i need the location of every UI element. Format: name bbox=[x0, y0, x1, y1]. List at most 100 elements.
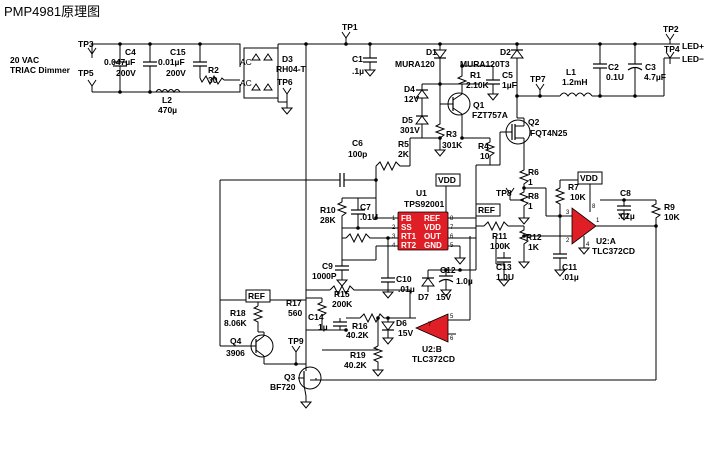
d7-label: D7 bbox=[418, 292, 429, 302]
q2-value: FQT4N25 bbox=[530, 128, 568, 138]
c7-label: C7 bbox=[360, 202, 371, 212]
r17-label: R17 bbox=[286, 298, 302, 308]
d5-value: 301V bbox=[400, 125, 420, 135]
u1-pin-vdd: VDD bbox=[424, 223, 441, 232]
l2-label: L2 bbox=[162, 95, 172, 105]
r3-label: R3 bbox=[446, 129, 457, 139]
r9-label: R9 bbox=[664, 202, 675, 212]
c4-label: C4 bbox=[125, 47, 136, 57]
c4-value1: 0.047µF bbox=[104, 57, 135, 67]
u2b-label: U2:B bbox=[422, 344, 442, 354]
vdd-label-u1: VDD bbox=[438, 175, 456, 185]
r6-value: 1 bbox=[528, 177, 533, 187]
q4-q3-stage bbox=[219, 300, 322, 409]
u2a-part: TLC372CD bbox=[592, 246, 635, 256]
u2a-pin-out: 1 bbox=[596, 218, 600, 224]
u2b-pin-b: 5 bbox=[450, 314, 454, 320]
d2-value: MURA120T3 bbox=[460, 59, 510, 69]
c10-capacitor bbox=[381, 236, 395, 299]
c11-value: .01µ bbox=[562, 272, 579, 282]
vdd-box-u2a bbox=[577, 171, 603, 185]
d4-value: 12V bbox=[404, 94, 419, 104]
vdd-label-u2a: VDD bbox=[580, 173, 598, 183]
c5-value: 1µF bbox=[502, 80, 517, 90]
c15-value2: 200V bbox=[166, 68, 186, 78]
c4-value2: 200V bbox=[116, 68, 136, 78]
r12-value: 1K bbox=[528, 242, 540, 252]
c1-value: .1µ bbox=[352, 66, 364, 76]
u1-pin-gnd: GND bbox=[424, 241, 442, 250]
q3-label: Q3 bbox=[284, 372, 296, 382]
r4-value: 10 bbox=[480, 151, 490, 161]
l2-value: 470µ bbox=[158, 105, 177, 115]
c8-value: .01µ bbox=[618, 211, 635, 221]
r15-label: R15 bbox=[334, 289, 350, 299]
u2a-label: U2:A bbox=[596, 236, 616, 246]
c13-value: 1.0U bbox=[496, 272, 514, 282]
c11-label: C11 bbox=[562, 262, 577, 272]
c10-value: .01µ bbox=[398, 284, 415, 294]
tp6-test-point bbox=[278, 87, 294, 115]
c2-value: 0.1U bbox=[606, 72, 624, 82]
c12-d7-network bbox=[421, 268, 462, 297]
r10-c7-network bbox=[336, 197, 377, 261]
u1-pin-out: OUT bbox=[424, 232, 441, 241]
d3-value: RH04-T bbox=[276, 64, 307, 74]
d3-bridge-rectifier bbox=[243, 44, 279, 102]
q2-label: Q2 bbox=[528, 117, 540, 127]
input-wiring bbox=[91, 42, 241, 94]
r15-value: 200K bbox=[332, 299, 353, 309]
u1-pin-num-8: 8 bbox=[450, 216, 454, 222]
c7-value: .01U bbox=[360, 212, 378, 222]
u2b-part: TLC372CD bbox=[412, 354, 455, 364]
u1-pin-num-6: 6 bbox=[450, 234, 454, 240]
u1-pin-fb: FB bbox=[401, 214, 412, 223]
tp9-label: TP9 bbox=[288, 336, 304, 346]
c13-label: C13 bbox=[496, 262, 512, 272]
q1-driver-section bbox=[415, 64, 500, 165]
u2a-comparator bbox=[564, 180, 656, 255]
tp8-label: TP8 bbox=[496, 188, 512, 198]
lower-control-network bbox=[305, 284, 416, 377]
q4-value: 3906 bbox=[226, 348, 245, 358]
r5-value: 2K bbox=[398, 149, 410, 159]
r1-label: R1 bbox=[470, 70, 481, 80]
diagram-title: PMP4981原理图 bbox=[4, 4, 100, 19]
l1-label: L1 bbox=[566, 67, 576, 77]
led-plus-label: LED+ bbox=[682, 41, 704, 51]
r9-value: 10K bbox=[664, 212, 680, 222]
r16-value: 40.2K bbox=[346, 330, 370, 340]
u2b-pin-c: 6 bbox=[450, 336, 454, 342]
u1-pin-ref: REF bbox=[424, 214, 440, 223]
c3-label: C3 bbox=[645, 62, 656, 72]
d4-label: D4 bbox=[404, 84, 415, 94]
r18-value: 8.06K bbox=[224, 318, 248, 328]
r11-label: R11 bbox=[492, 231, 507, 241]
q3-value: BF720 bbox=[270, 382, 296, 392]
c5-label: C5 bbox=[502, 70, 513, 80]
r1-value: 2.10K bbox=[466, 80, 490, 90]
u1-controller-ic bbox=[397, 211, 449, 251]
c2-label: C2 bbox=[608, 62, 619, 72]
c14-value: 1µ bbox=[318, 322, 328, 332]
d7-value: 15V bbox=[436, 292, 451, 302]
current-sense bbox=[505, 166, 570, 225]
u1-pin-rt1: RT1 bbox=[401, 232, 417, 241]
ref-label-r11: REF bbox=[478, 205, 495, 215]
u1-pin-ss: SS bbox=[401, 223, 412, 232]
r8-value: 1 bbox=[528, 201, 533, 211]
u1-pin-rt2: RT2 bbox=[401, 241, 417, 250]
q1-label: Q1 bbox=[473, 100, 485, 110]
output-filter bbox=[515, 33, 680, 98]
u2a-pin-minus: 2 bbox=[566, 238, 570, 244]
c9-label: C9 bbox=[322, 261, 333, 271]
c15-label: C15 bbox=[170, 47, 186, 57]
tp6-label: TP6 bbox=[277, 77, 293, 87]
c12-label: C12 bbox=[440, 265, 456, 275]
r6-label: R6 bbox=[528, 167, 539, 177]
u2a-pin-v: 8 bbox=[592, 204, 596, 210]
input-source-label: TRIAC Dimmer bbox=[10, 65, 71, 75]
led-minus-label: LED− bbox=[682, 54, 704, 64]
c6-value: 100p bbox=[348, 149, 367, 159]
